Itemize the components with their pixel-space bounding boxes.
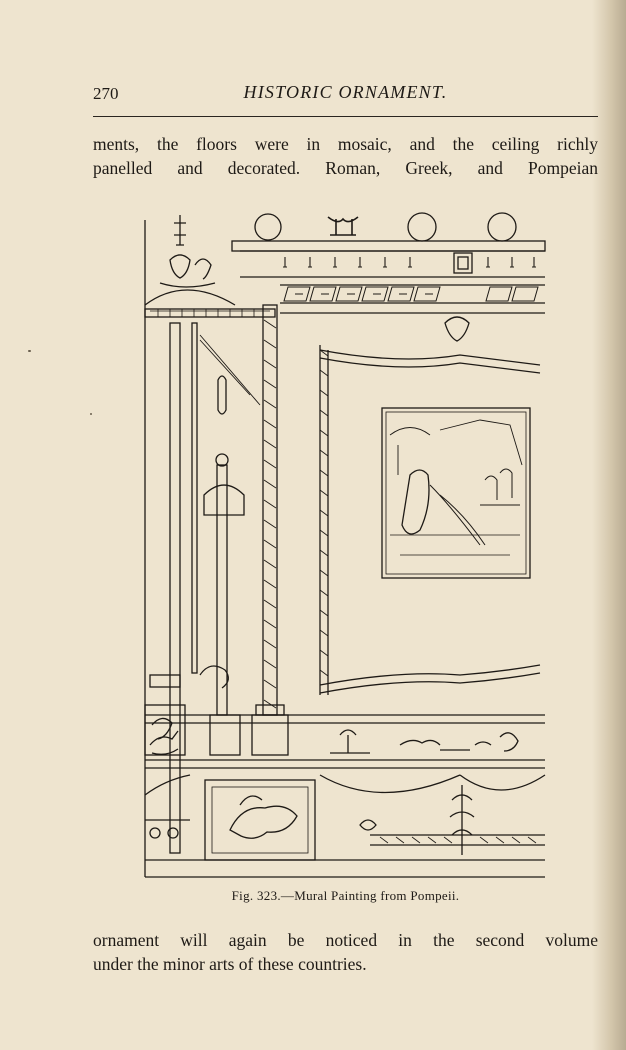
paragraph-top: ments, the floors were in mosaic, and th…: [93, 132, 598, 180]
cornice: [231, 240, 546, 314]
running-title: HISTORIC ORNAMENT.: [243, 82, 448, 102]
paragraph-bottom: ornament will again be noticed in the se…: [93, 928, 598, 976]
text-line: ornament will again be noticed in the se…: [93, 930, 598, 950]
paper-speck: [90, 413, 92, 415]
text-line-last: under the minor arts of these countries.: [93, 954, 367, 974]
top-roundels: [254, 212, 517, 242]
text-line: ments, the floors were in mosaic, and th…: [93, 134, 598, 154]
pediment-figures: [144, 215, 236, 306]
header-rule: [93, 116, 598, 117]
left-columns: [144, 304, 289, 854]
mural-illustration: [140, 205, 550, 885]
framed-scene: [381, 407, 531, 579]
page-header: 270 HISTORIC ORNAMENT.: [93, 82, 598, 106]
animal-frieze: [145, 714, 545, 769]
figure-caption: Fig. 323.—Mural Painting from Pompeii.: [231, 888, 460, 903]
paper-speck: [28, 350, 31, 352]
page-number: 270: [93, 84, 119, 103]
text-line: panelled and decorated. Roman, Greek, an…: [93, 158, 598, 178]
dado-ornament: [144, 774, 546, 861]
page-edge-shadow: [592, 0, 626, 1050]
central-panel: [319, 316, 541, 695]
